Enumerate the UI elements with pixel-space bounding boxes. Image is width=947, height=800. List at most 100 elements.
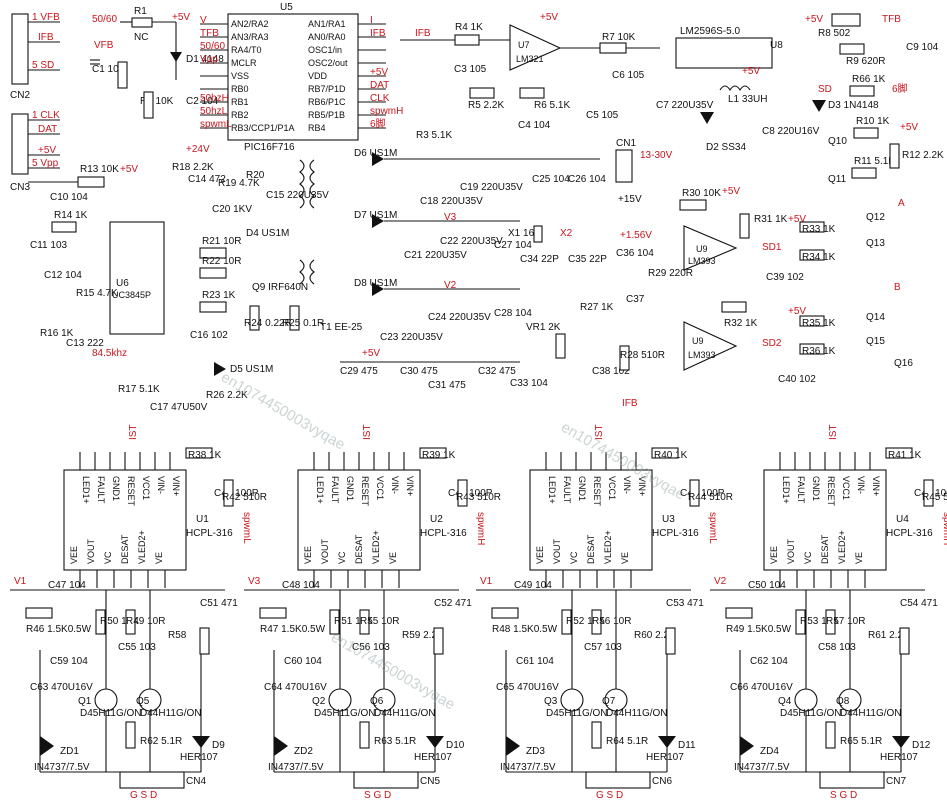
r33-label: R33 1K <box>802 224 836 235</box>
p5v-label-r8: +5V <box>805 14 823 25</box>
r50-label: R51 10K <box>334 616 373 627</box>
hcpl-part: HCPL-316 <box>652 528 699 539</box>
c35-label: C35 22P <box>568 254 607 265</box>
ic-u8: LM2596S-5.0 U8 C7 220U35V D2 SS34 L1 33U… <box>656 26 820 153</box>
dh-label: D9 <box>212 740 225 751</box>
r19-label: R19 4.7K <box>218 178 260 189</box>
hcpl-pin-bot: VLED2+ <box>371 530 381 564</box>
r17-label: R17 5.1K <box>118 384 160 395</box>
u5-left-pin: AN3/RA3 <box>231 32 269 42</box>
svg-text:6脚: 6脚 <box>892 82 908 95</box>
q1-label: Q1 <box>78 696 92 707</box>
r35-label: R35 1K <box>802 318 836 329</box>
svg-text:V2: V2 <box>444 280 457 291</box>
d44-label: D44H11G/ON <box>374 708 436 719</box>
c40-label: C40 102 <box>778 374 816 385</box>
d44-label: D44H11G/ON <box>606 708 668 719</box>
r36-label: R36 1K <box>802 346 836 357</box>
c63-label: C65 470U16V <box>496 682 559 693</box>
svg-text:IFB: IFB <box>622 398 638 409</box>
cn2-pin-sd: 5 SD <box>32 60 54 71</box>
c15-label: C15 220U35V <box>266 190 329 201</box>
r58-label: R59 2.2K <box>402 630 444 641</box>
pwm-controller-section: R13 10K +5V C10 104 R14 1K C11 103 U6 UC… <box>28 144 363 413</box>
r49-label: R56 10R <box>592 616 631 627</box>
r62-label: R63 5.1R <box>374 736 416 747</box>
c51-label: C53 471 <box>666 598 704 609</box>
d8-label: D8 US1M <box>354 278 397 289</box>
r21-label: R21 10R <box>202 236 241 247</box>
u5-left-net: 50hzH <box>200 93 229 104</box>
d6-diode-icon <box>372 152 384 166</box>
hcpl-pin-top: LED1+ <box>781 476 791 504</box>
hcpl-pin-top: VIN- <box>156 476 166 494</box>
hcpl-part: HCPL-316 <box>186 528 233 539</box>
dh-label: D11 <box>678 740 696 751</box>
hcpl-pin-bot: VE <box>854 552 864 564</box>
c59-label: C61 104 <box>516 656 554 667</box>
current-amp-section: IFB R4 1K U7 LM321 +5V R7 10K C3 105 R5 … <box>400 12 660 141</box>
u5-left-pin: MCLR <box>231 58 257 68</box>
c6-label: C6 105 <box>612 70 645 81</box>
c59-label: C62 104 <box>750 656 788 667</box>
q9-label: Q9 IRF640N <box>252 282 308 293</box>
u5-left-pin: RB0 <box>231 84 249 94</box>
c43-label: C45 100P <box>680 488 725 499</box>
d3-diode-icon <box>812 100 826 112</box>
hcpl-pin-top: VIN+ <box>171 476 181 496</box>
r22-label: R22 10R <box>202 256 241 267</box>
u6-freq: 84.5khz <box>92 348 127 359</box>
r46-label: R47 1.5K0.5W <box>260 624 326 635</box>
hcpl-pin-bot: VE <box>154 552 164 564</box>
r32-label: R32 1K <box>724 318 758 329</box>
hcpl-pin-top: LED1+ <box>81 476 91 504</box>
u5-left-pin: RB1 <box>231 97 249 107</box>
cn-label: CN6 <box>652 776 672 787</box>
p5v-label-r13: +5V <box>120 164 138 175</box>
hcpl-pin-top: FAULT <box>796 476 806 504</box>
u5-left-pin: AN2/RA2 <box>231 19 269 29</box>
hcpl-pin-top: RESET <box>592 476 602 507</box>
cn2-label: CN2 <box>10 90 30 101</box>
crystal-section: X1 16M X2 C34 22P C35 22P <box>508 225 607 265</box>
zener-diode-icon <box>740 736 754 756</box>
c37-label: C37 <box>626 294 645 305</box>
hcpl-name: U1 <box>196 514 209 525</box>
hcpl-pin-bot: VLED2+ <box>837 530 847 564</box>
hcpl-name: U4 <box>896 514 909 525</box>
u9a-name: U9 <box>696 244 708 254</box>
ic-u5: U5 PIC16F716 AN2/RA2VAN3/RA3TFBRA4/T050/… <box>200 2 403 153</box>
d7-diode-icon <box>372 214 384 228</box>
her-part: HER107 <box>646 752 684 763</box>
r38-label: R38 1K <box>188 450 222 461</box>
r14-label: R14 1K <box>54 210 88 221</box>
zd-part: IN4737/7.5V <box>34 762 90 773</box>
r7-label: R7 10K <box>602 32 636 43</box>
d44-label: D44H11G/ON <box>140 708 202 719</box>
cn1-label: CN1 <box>616 138 636 149</box>
c19-label: C19 220U35V <box>460 182 523 193</box>
c32-label: C32 475 <box>478 366 516 377</box>
q5-label: Q7 <box>602 696 616 707</box>
c55-label: C56 103 <box>352 642 390 653</box>
r27-label: R27 1K <box>580 302 614 313</box>
u5-right-net: +5V <box>370 67 388 78</box>
r46-label: R49 1.5K0.5W <box>726 624 792 635</box>
hcpl-pin-top: RESET <box>126 476 136 507</box>
r34-label: R34 1K <box>802 252 836 263</box>
sd2-label: SD2 <box>762 338 782 349</box>
r42-label: R44 510R <box>688 492 733 503</box>
p5v-label-caps: +5V <box>362 348 380 359</box>
r23-label: R23 1K <box>202 290 236 301</box>
u5-right-pin: AN0/RA0 <box>308 32 346 42</box>
d6-label: D6 US1M <box>354 148 397 159</box>
u5-right-pin: OSC1/in <box>308 45 342 55</box>
hcpl-pin-bot: VOUT <box>552 538 562 564</box>
hcpl-pin-top: VIN- <box>390 476 400 494</box>
hcpl-pin-bot: VE <box>388 552 398 564</box>
svg-text:V3: V3 <box>444 212 457 223</box>
p156-label: +1.56V <box>620 230 652 241</box>
r26-label: R26 2.2K <box>206 390 248 401</box>
u7-name: U7 <box>518 40 530 50</box>
